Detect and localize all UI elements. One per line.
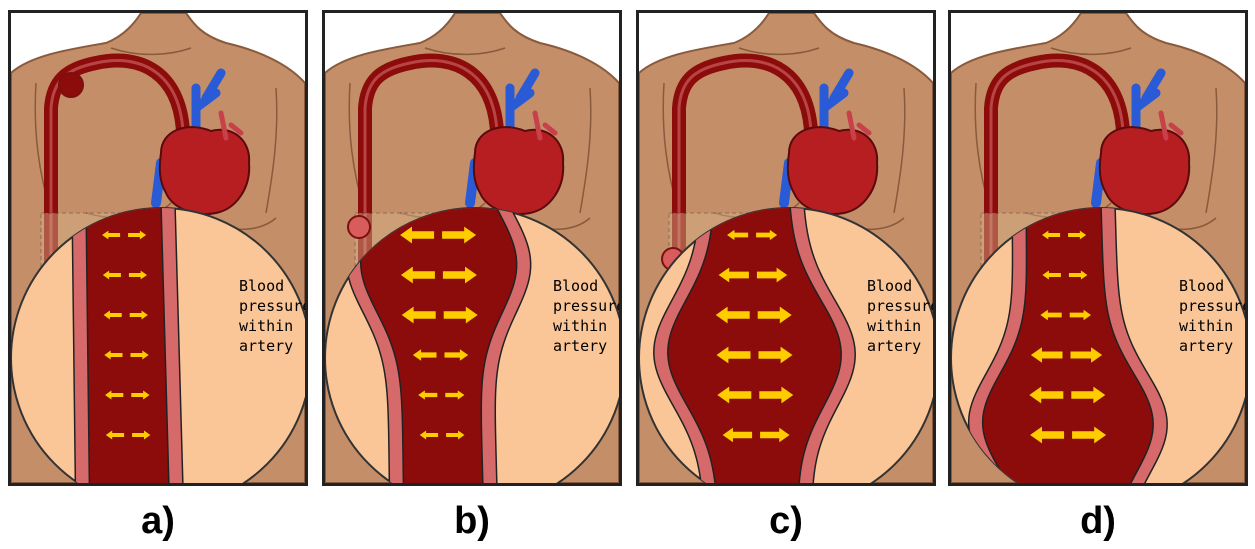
label-line: within xyxy=(553,317,607,335)
label-line: Blood xyxy=(867,277,912,295)
panel-illustration: Blood pressure within artery xyxy=(951,13,1245,483)
label-line: pressure xyxy=(867,297,933,315)
panel-illustration: Blood pressure within artery xyxy=(325,13,619,483)
caption-a: a) xyxy=(8,500,308,543)
panel-illustration: Blood pressure within artery xyxy=(11,13,305,483)
caption-c: c) xyxy=(636,500,936,543)
label-line: Blood xyxy=(553,277,598,295)
heart xyxy=(474,127,563,214)
panel-d: Blood pressure within artery xyxy=(948,10,1248,486)
label-line: artery xyxy=(553,337,607,355)
panel-b: Blood pressure within artery xyxy=(322,10,622,486)
label-line: within xyxy=(1179,317,1233,335)
label-line: within xyxy=(867,317,921,335)
magnified-artery xyxy=(72,203,184,483)
caption-b: b) xyxy=(322,500,622,543)
label-line: pressure xyxy=(239,297,305,315)
pressure-point xyxy=(59,73,83,97)
label-line: pressure xyxy=(553,297,619,315)
heart xyxy=(160,127,249,214)
panel-c: Blood pressure within artery xyxy=(636,10,936,486)
pressure-point xyxy=(348,216,370,238)
heart xyxy=(1100,127,1189,214)
artery-lumen xyxy=(86,203,170,483)
panel-a: Blood pressure within artery xyxy=(8,10,308,486)
label-line: Blood xyxy=(239,277,284,295)
label-line: Blood xyxy=(1179,277,1224,295)
label-line: within xyxy=(239,317,293,335)
label-line: artery xyxy=(1179,337,1233,355)
label-line: artery xyxy=(867,337,921,355)
heart xyxy=(788,127,877,214)
label-line: artery xyxy=(239,337,293,355)
caption-d: d) xyxy=(948,500,1248,543)
label-line: pressure xyxy=(1179,297,1245,315)
panel-illustration: Blood pressure within artery xyxy=(639,13,933,483)
